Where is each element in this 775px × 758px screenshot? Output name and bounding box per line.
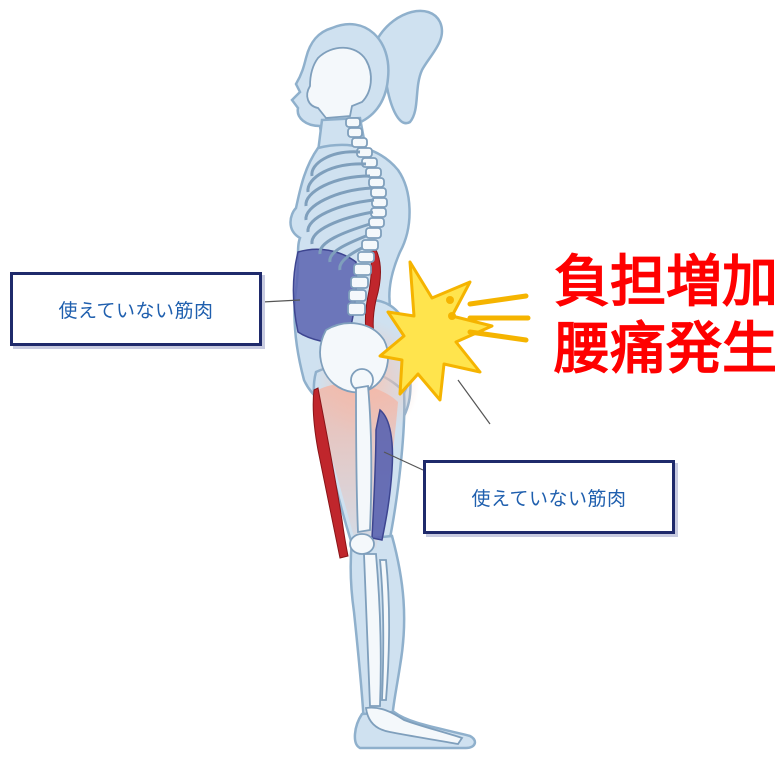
- warning-load-increase: 負担増加: [554, 255, 775, 311]
- kneecap: [350, 534, 374, 554]
- pain-dot: [448, 312, 456, 320]
- connector-line-burst: [458, 380, 490, 424]
- pain-dot: [446, 296, 454, 304]
- warning-back-pain: 腰痛発生: [554, 322, 775, 378]
- unused-muscle-label-lower: 使えていない筋肉: [423, 460, 675, 534]
- unused-muscle-label-upper: 使えていない筋肉: [10, 272, 262, 346]
- motion-lines-icon: [470, 296, 528, 340]
- femur: [356, 386, 371, 532]
- unused-muscle-text-upper: 使えていない筋肉: [58, 296, 213, 323]
- unused-muscle-text-lower: 使えていない筋肉: [471, 484, 626, 511]
